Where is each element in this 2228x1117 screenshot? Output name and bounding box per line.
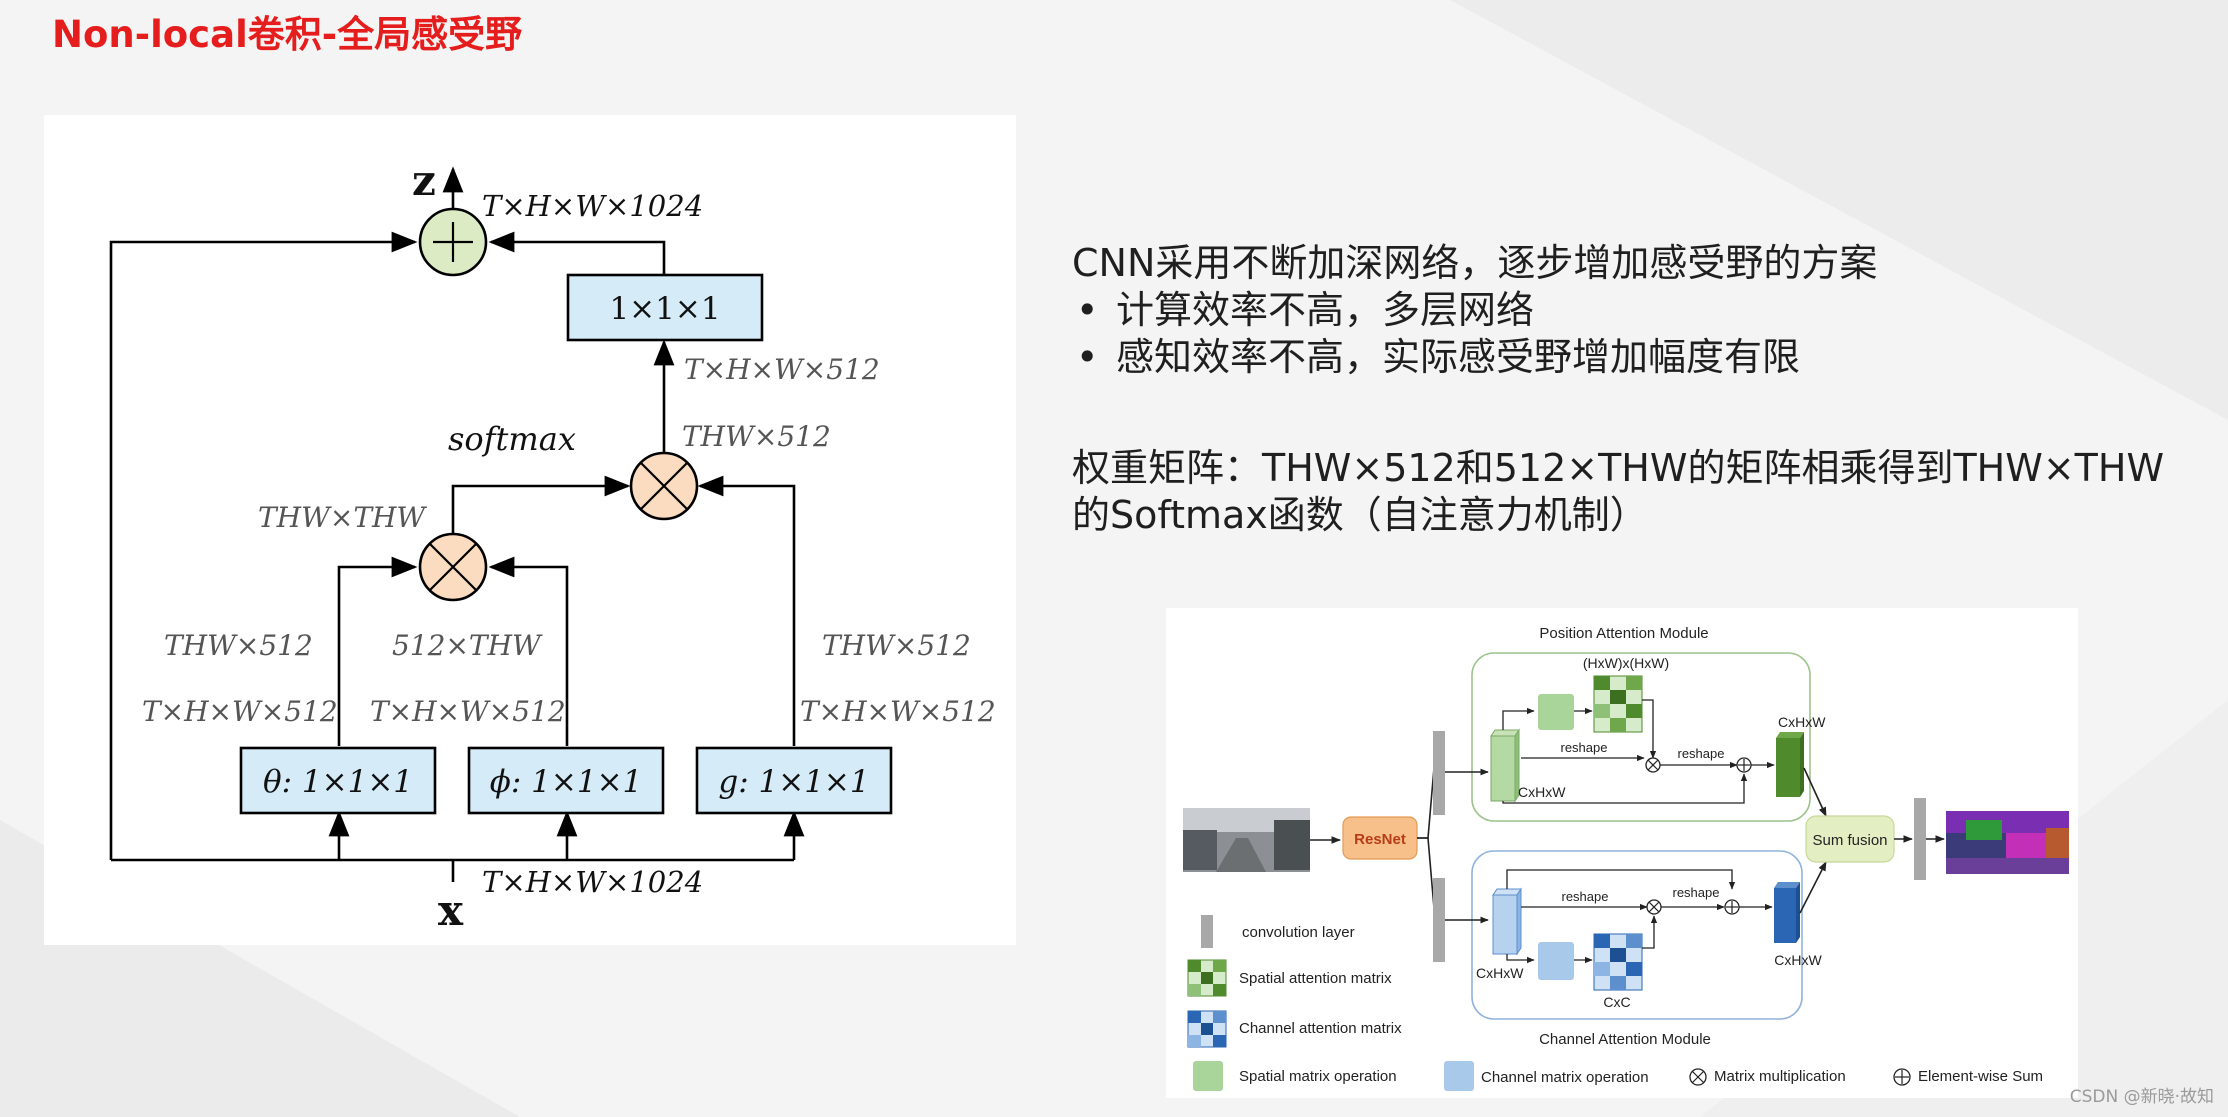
matmul-node-output — [629, 451, 699, 521]
softmax-label: softmax — [448, 420, 576, 458]
g-conv-label: g: 1×1×1 — [718, 764, 869, 800]
pam-spatial-attention-matrix — [1593, 675, 1643, 733]
cam-reshape-1: reshape — [1562, 889, 1609, 904]
pam-sum-icon — [1736, 757, 1752, 773]
sum-fusion-label: Sum fusion — [1812, 832, 1887, 849]
resnet-label: ResNet — [1354, 831, 1406, 848]
legend-spatial-op-label: Spatial matrix operation — [1239, 1068, 1397, 1085]
pam-reshape-2: reshape — [1678, 746, 1725, 761]
weight-matrix-line-1: 权重矩阵：THW×512和512×THW的矩阵相乘得到THW×THW — [1072, 446, 2165, 490]
cam-channel-op — [1538, 942, 1574, 980]
theta-conv-box — [239, 746, 437, 815]
slide-title: Non-local卷积-全局感受野 — [52, 13, 523, 56]
cam-cxc-label: CxC — [1603, 994, 1630, 1010]
phi-conv-box — [467, 746, 665, 815]
matmul-node-softmax — [418, 532, 488, 602]
softmax-to-mul-arrow — [451, 475, 631, 534]
cam-title: Channel Attention Module — [1539, 1031, 1711, 1048]
legend-sum-icon — [1893, 1068, 1911, 1086]
cam-cxhxw-out: CxHxW — [1774, 952, 1822, 968]
pam-feature-block — [1490, 728, 1520, 803]
g-to-mul-arrow — [697, 475, 796, 746]
bullet-text: 感知效率不高，实际感受野增加幅度有限 — [1116, 335, 1801, 379]
x-label: x — [438, 886, 464, 935]
csdn-watermark: CSDN @新晓·故知 — [2069, 1087, 2214, 1107]
cam-cxhxw-in: CxHxW — [1476, 965, 1524, 981]
z-dim-label: T×H×W×1024 — [482, 189, 703, 223]
bullet-dot-icon: • — [1076, 335, 1099, 379]
pam-cxhxw-in: CxHxW — [1518, 784, 1566, 800]
g-conv-box — [695, 746, 893, 815]
cam-sum-icon — [1724, 899, 1740, 915]
legend-channel-op-label: Channel matrix operation — [1481, 1069, 1649, 1086]
pam-title: Position Attention Module — [1539, 625, 1708, 642]
cam-output-block — [1774, 882, 1800, 943]
pam-matmul-icon — [1645, 757, 1661, 773]
theta-conv-label: θ: 1×1×1 — [263, 764, 413, 800]
bullet-item: • 感知效率不高，实际感受野增加幅度有限 — [1072, 334, 2192, 381]
segmentation-output-image — [1946, 811, 2069, 874]
pam-cxhxw-out: CxHxW — [1778, 714, 1826, 730]
legend-spatial-attention-label: Spatial attention matrix — [1239, 970, 1392, 987]
phi-dim-a-label: 512×THW — [392, 629, 543, 662]
softmax-dim-label: THW×THW — [258, 501, 427, 534]
pam-output-block — [1776, 732, 1804, 797]
bullet-item: • 计算效率不高，多层网络 — [1072, 287, 2192, 334]
weight-matrix-line-2: 的Softmax函数（自注意力机制） — [1072, 493, 1648, 537]
pam-hw-label: (HxW)x(HxW) — [1583, 655, 1669, 671]
theta-to-mul-arrow — [337, 556, 418, 746]
legend-spatial-attention-swatch — [1187, 959, 1227, 997]
theta-dim-b-label: T×H×W×512 — [142, 695, 338, 728]
legend-channel-attention-label: Channel attention matrix — [1239, 1020, 1402, 1037]
cam-channel-attention-matrix — [1593, 933, 1643, 991]
input-street-image — [1183, 808, 1310, 872]
z-label: z — [412, 156, 436, 205]
bullet-dot-icon: • — [1076, 288, 1099, 332]
legend-channel-op-swatch — [1444, 1061, 1474, 1091]
top-conv-label: 1×1×1 — [609, 291, 720, 327]
pam-frame — [1471, 652, 1811, 822]
output-conv-layer — [1914, 798, 1926, 880]
bullet-text: 计算效率不高，多层网络 — [1116, 288, 1535, 332]
cam-conv-layer — [1433, 878, 1445, 962]
nonlocal-block-diagram: z x T×H×W×1024 T×H×W×1024 1×1×1 T×H×W×51… — [44, 115, 1016, 945]
g-dim-b-label: T×H×W×512 — [800, 695, 996, 728]
phi-to-mul-arrow — [488, 556, 569, 746]
phi-conv-label: ϕ: 1×1×1 — [490, 764, 643, 800]
cam-reshape-2: reshape — [1673, 885, 1720, 900]
phi-dim-b-label: T×H×W×512 — [370, 695, 566, 728]
g-dim-a-label: THW×512 — [822, 629, 971, 662]
x-dim-label: T×H×W×1024 — [482, 865, 703, 899]
cnn-heading: CNN采用不断加深网络，逐步增加感受野的方案 — [1072, 241, 1878, 285]
legend-matmul-icon — [1689, 1068, 1707, 1086]
cam-frame — [1471, 850, 1803, 1020]
top-conv-box — [566, 273, 764, 342]
cam-feature-block — [1492, 887, 1522, 956]
theta-dim-a-label: THW×512 — [164, 629, 313, 662]
mul-top-dim-label: THW×512 — [682, 420, 831, 453]
cam-matmul-icon — [1646, 899, 1662, 915]
top-conv-dim-label: T×H×W×512 — [684, 353, 880, 386]
legend-matmul-label: Matrix multiplication — [1714, 1068, 1846, 1085]
legend-channel-attention-swatch — [1187, 1010, 1227, 1048]
pam-reshape-1: reshape — [1561, 740, 1608, 755]
conv-to-sum-arrow — [488, 231, 666, 275]
dual-attention-diagram: Position Attention Module Channel Attent… — [1166, 608, 2078, 1098]
residual-arrow — [109, 231, 418, 860]
legend-conv-label: convolution layer — [1242, 924, 1355, 941]
paragraph-gap — [1072, 381, 2192, 445]
sum-node — [418, 207, 488, 277]
description-text: CNN采用不断加深网络，逐步增加感受野的方案 • 计算效率不高，多层网络 • 感… — [1072, 240, 2192, 539]
pam-spatial-op — [1538, 694, 1574, 730]
legend-conv-swatch — [1201, 915, 1213, 948]
pam-conv-layer — [1433, 731, 1445, 815]
legend-sum-label: Element-wise Sum — [1918, 1068, 2043, 1085]
legend-spatial-op-swatch — [1193, 1061, 1223, 1091]
